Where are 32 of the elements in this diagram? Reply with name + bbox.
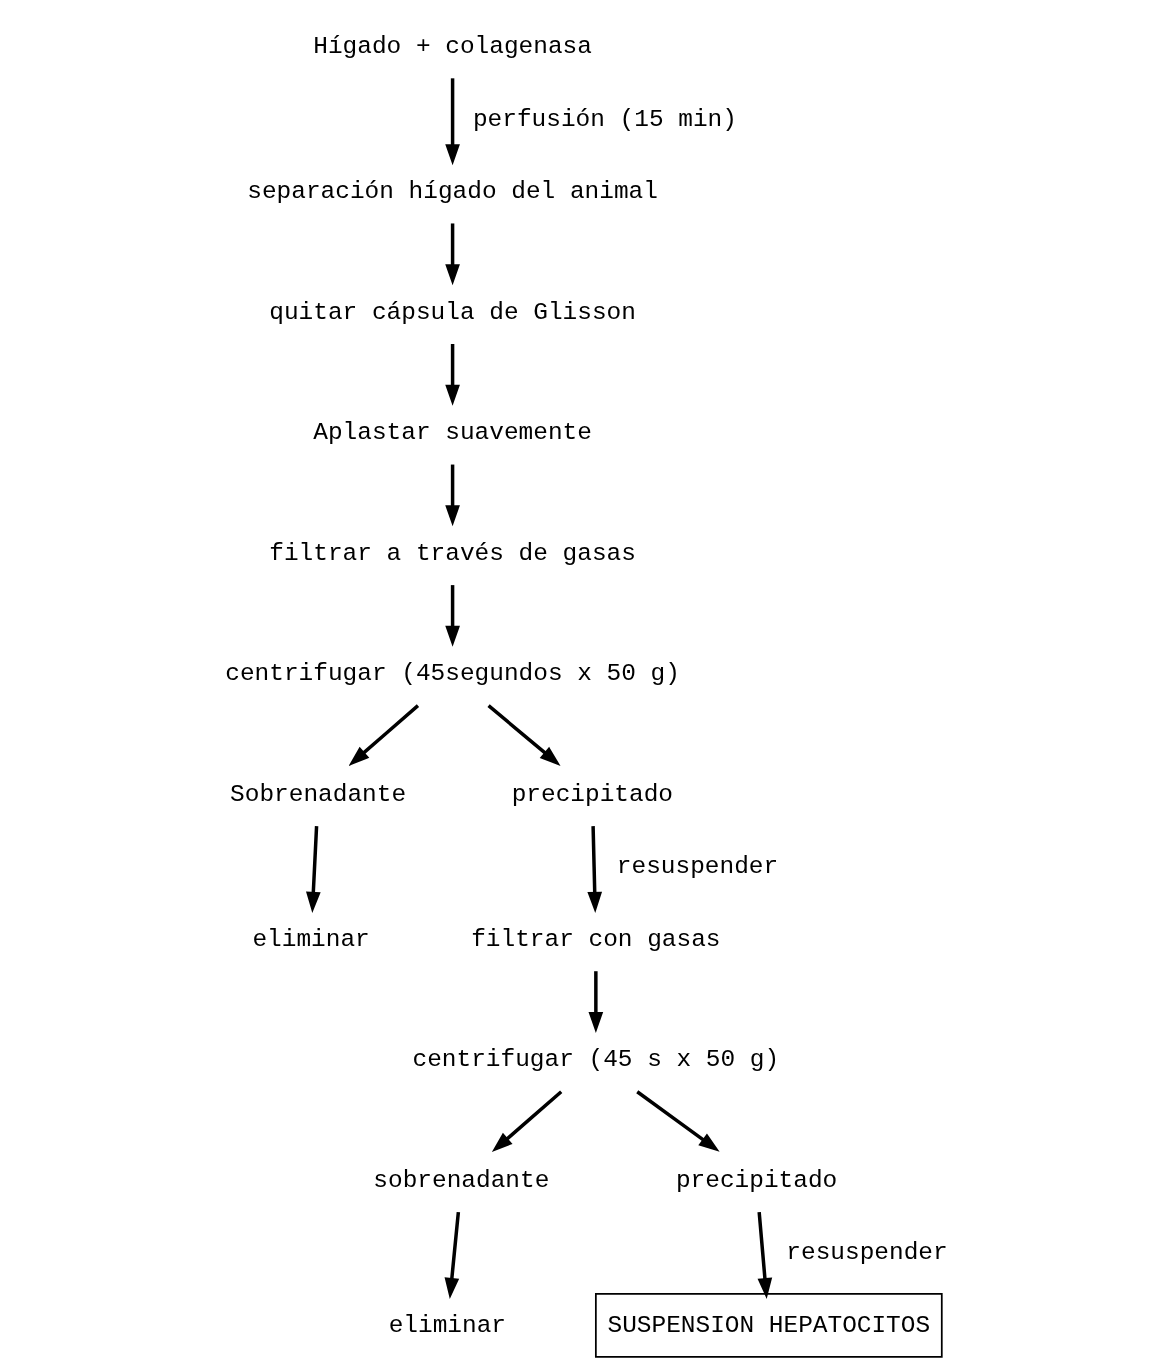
arrow bbox=[586, 826, 602, 913]
edge-label: perfusión (15 min) bbox=[472, 105, 737, 133]
node-text: filtrar con gasas bbox=[470, 925, 721, 953]
arrow bbox=[444, 344, 460, 406]
node-text: Sobrenadante bbox=[229, 780, 406, 808]
node-text: centrifugar (45segundos x 50 g) bbox=[224, 660, 680, 688]
arrow bbox=[444, 1212, 460, 1299]
arrow bbox=[444, 78, 460, 166]
node-text: eliminar bbox=[388, 1311, 506, 1339]
edge-label: resuspender bbox=[785, 1239, 948, 1267]
arrow bbox=[444, 223, 460, 286]
arrow bbox=[756, 1212, 772, 1299]
node-text: Aplastar suavemente bbox=[312, 419, 592, 447]
node-text: Hígado + colagenasa bbox=[312, 33, 592, 61]
node-text: eliminar bbox=[251, 925, 370, 953]
node-text: separación hígado del animal bbox=[246, 178, 658, 206]
node-text: precipitado bbox=[675, 1166, 837, 1194]
arrow bbox=[491, 1090, 562, 1153]
arrow bbox=[486, 704, 561, 766]
arrow bbox=[444, 585, 460, 647]
arrow bbox=[635, 1090, 720, 1152]
node-text: precipitado bbox=[511, 780, 673, 808]
node-text: centrifugar (45 s x 50 g) bbox=[412, 1046, 779, 1074]
arrow bbox=[444, 464, 460, 527]
arrow bbox=[305, 826, 321, 913]
edge-label: resuspender bbox=[616, 853, 778, 881]
arrow bbox=[588, 971, 603, 1033]
node-text: sobrenadante bbox=[372, 1166, 549, 1194]
node-text: filtrar a través de gasas bbox=[268, 539, 636, 567]
node-text: quitar cápsula de Glisson bbox=[268, 298, 636, 326]
arrow bbox=[348, 704, 419, 766]
node-box: SUSPENSION HEPATOCITOS bbox=[594, 1293, 943, 1358]
